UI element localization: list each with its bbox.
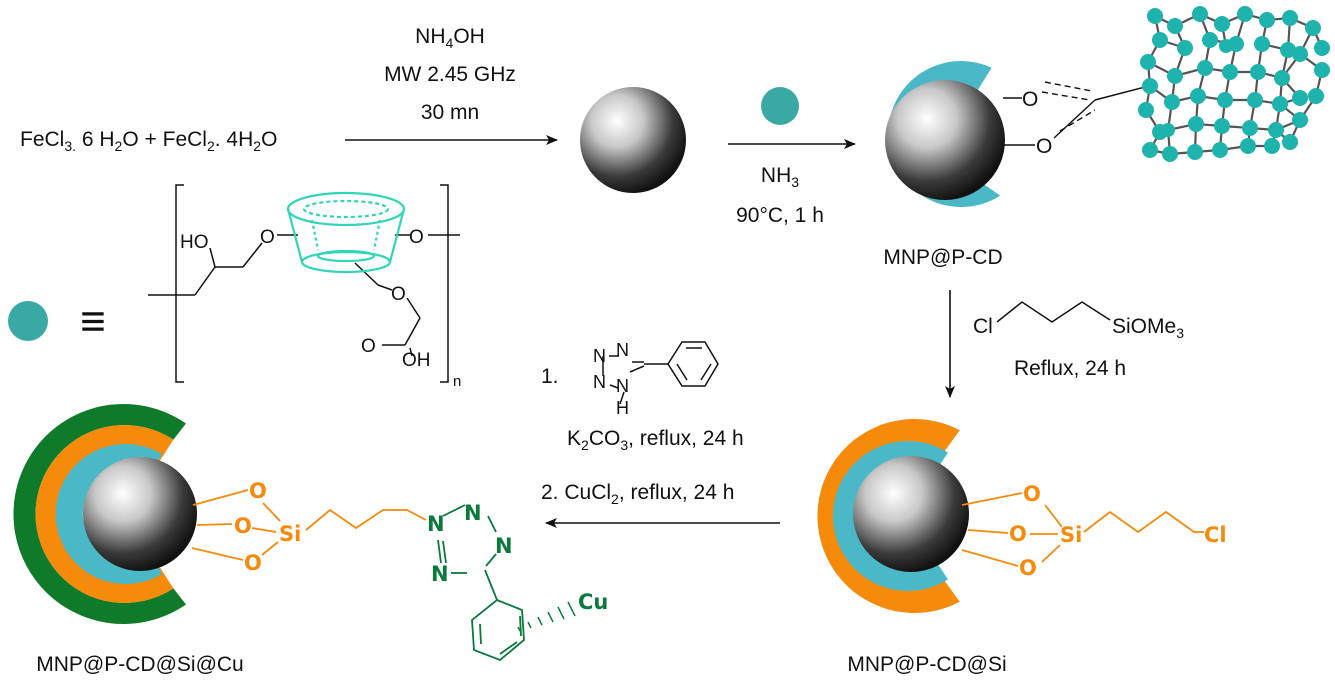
svg-text:OH: OH: [402, 350, 431, 371]
step1-time: 30 mn: [421, 101, 479, 124]
step2-nh3: NH3: [761, 164, 799, 190]
svg-text:N: N: [593, 346, 606, 366]
svg-text:O: O: [1009, 522, 1027, 546]
svg-text:O: O: [249, 479, 267, 503]
step3-cl: Cl: [973, 315, 993, 338]
svg-text:H: H: [616, 398, 629, 418]
step4-k2co3: K2CO3, reflux, 24 h: [567, 427, 744, 453]
svg-text:Si: Si: [1060, 523, 1082, 547]
svg-text:O: O: [409, 227, 424, 248]
svg-text:N: N: [616, 340, 629, 360]
polymer-bead-reagent: [761, 87, 799, 125]
svg-text:N: N: [427, 512, 445, 536]
step2-conditions: 90°C, 1 h: [736, 204, 824, 227]
svg-text:O: O: [244, 551, 262, 575]
step4-cucl2: 2. CuCl2, reflux, 24 h: [541, 481, 734, 507]
svg-text:O: O: [1022, 88, 1038, 111]
svg-text:Cl: Cl: [1204, 523, 1227, 547]
svg-text:O: O: [234, 514, 252, 538]
svg-text:N: N: [464, 501, 482, 525]
polymer-bead-nodes: [1138, 6, 1330, 162]
svg-text:Cu: Cu: [578, 590, 608, 614]
svg-text:≡: ≡: [80, 297, 106, 346]
svg-text:O: O: [260, 227, 275, 248]
step3-conditions: Reflux, 24 h: [1014, 357, 1126, 380]
step3-siome3: SiOMe3: [1112, 315, 1184, 341]
svg-text:O: O: [1036, 135, 1052, 158]
svg-text:Si: Si: [279, 522, 301, 546]
label-mnp-pcd-si-cu: MNP@P-CD@Si@Cu: [36, 653, 243, 676]
svg-text:N: N: [495, 534, 513, 558]
step1-nh4oh: NH4OH: [415, 25, 485, 51]
svg-text:O: O: [1019, 556, 1037, 580]
reactants-label: FeCl3. 6 H2O + FeCl2. 4H2O: [20, 128, 277, 154]
step4-num1: 1.: [541, 365, 559, 388]
mnp-pcd-particle: O O: [885, 61, 1146, 208]
step1-mw: MW 2.45 GHz: [384, 63, 516, 86]
phenyltetrazole-reagent: N N N N H: [593, 340, 719, 418]
svg-text:O: O: [1023, 482, 1041, 506]
svg-text:N: N: [593, 372, 606, 392]
svg-text:N: N: [431, 562, 449, 586]
label-mnp-pcd: MNP@P-CD: [883, 246, 1002, 269]
svg-text:O: O: [361, 336, 376, 357]
step3-propyl-chain: [996, 301, 1111, 323]
bead-legend: ≡: [8, 297, 106, 346]
mnp-pcd-si-particle: O O O Si Cl: [817, 419, 1227, 613]
svg-text:HO: HO: [180, 232, 209, 253]
bare-mnp-sphere: [580, 87, 686, 193]
svg-text:O: O: [391, 284, 406, 305]
polymer-repeat-unit: HO O O O O OH n: [148, 184, 461, 390]
svg-text:n: n: [453, 373, 461, 390]
svg-text:N: N: [616, 376, 629, 396]
label-mnp-pcd-si: MNP@P-CD@Si: [847, 653, 1006, 676]
cu-coordination-hash: [517, 601, 576, 632]
mnp-pcd-si-cu-particle: O O O Si N N N N Cu: [13, 403, 608, 662]
